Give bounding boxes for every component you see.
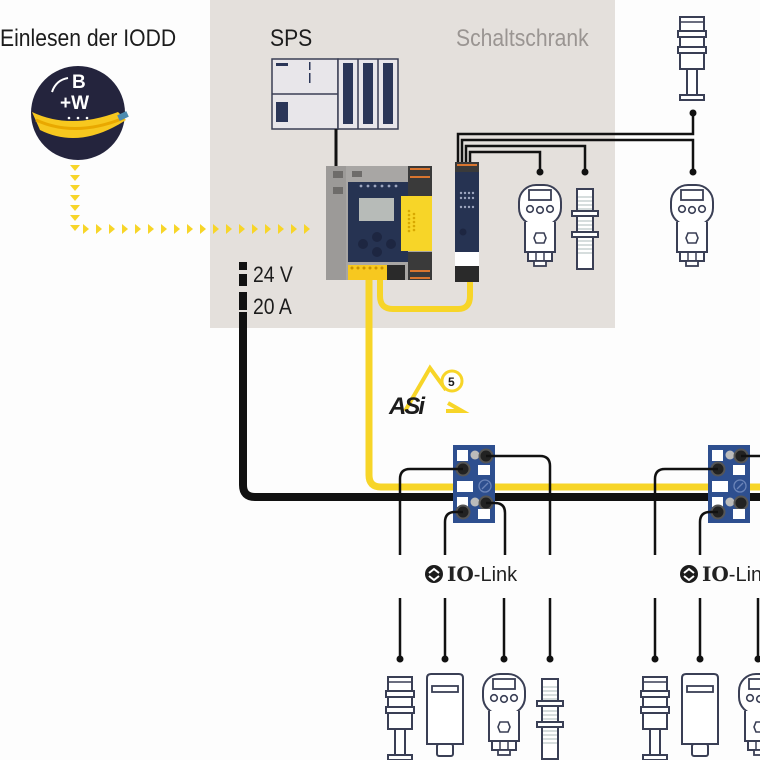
asi-logo: 5 ASi [388,364,470,420]
bw-logo-b: B [72,72,86,93]
asi-gateway [326,166,432,280]
arrow-down-icon [70,175,80,181]
pressure-sensor-4 [738,673,760,756]
arrow-right-icon [239,224,245,234]
power-cable [239,312,760,501]
pressure-sensor-3 [482,673,526,756]
iolink-label-1: IO-Link [447,562,517,587]
arrow-right-icon [200,224,206,234]
arrow-right-icon [304,224,310,234]
arrow-right-icon [96,224,102,234]
arrow-down-icon [70,195,80,201]
signal-tower-3 [640,676,670,760]
flow-sensor-1 [426,673,464,757]
iolink-label-2: IO-Link [702,562,760,587]
cabinet-sensor-wires [456,110,695,172]
iolink-bold: IO [447,562,474,586]
iodd-label: Einlesen der IODD [0,25,177,52]
signal-tower-2 [385,676,415,760]
arrow-down-icon [70,215,80,221]
iolink-rest: -Link [473,564,518,586]
iolink-icon-2 [679,564,699,584]
asi-bus-cable [365,272,760,491]
bw-logo-w: +W [60,93,89,114]
field-module-2-wires [653,454,760,658]
arrow-right-icon [83,224,89,234]
arrow-right-icon [161,224,167,234]
arrow-right-icon [265,224,271,234]
iolink-bold: IO [702,562,729,586]
arrow-right-icon [174,224,180,234]
iolink-master-cabinet [455,162,479,282]
arrow-right-icon [226,224,232,234]
field-module-1-terminals [396,655,554,663]
arrow-right-icon [122,224,128,234]
cabinet-wire-terminals [536,109,697,176]
arrow-right-icon [213,224,219,234]
field-module-1-wires [398,454,552,658]
signal-tower-1 [677,16,707,101]
asi-text: ASi [388,393,426,420]
flow-sensor-2 [681,673,719,757]
arrow-right-icon [252,224,258,234]
cabinet-label: Schaltschrank [456,25,589,52]
current-label: 20 A [253,294,292,319]
asi-loop-cable [377,265,473,312]
pressure-sensor-2 [670,184,714,267]
field-module-2-terminals [651,655,760,663]
arrow-down-icon [70,225,80,231]
iodd-arrow-path [70,165,310,234]
iolink-icon-1 [424,564,444,584]
arrow-right-icon [187,224,193,234]
arrow-right-icon [109,224,115,234]
asi-version: 5 [448,375,455,389]
arrow-down-icon [70,165,80,171]
power-cable-segments [239,262,247,310]
arrow-right-icon [291,224,297,234]
iolink-rest: -Link [728,564,760,586]
arrow-right-icon [278,224,284,234]
proximity-sensor-2 [536,678,564,760]
sps-label: SPS [270,25,313,52]
bw-logo: B +W [31,66,129,160]
voltage-label: 24 V [253,262,293,287]
arrow-down-icon [70,205,80,211]
arrow-right-icon [148,224,154,234]
arrow-right-icon [135,224,141,234]
sps-plc [271,58,399,130]
arrow-down-icon [70,185,80,191]
